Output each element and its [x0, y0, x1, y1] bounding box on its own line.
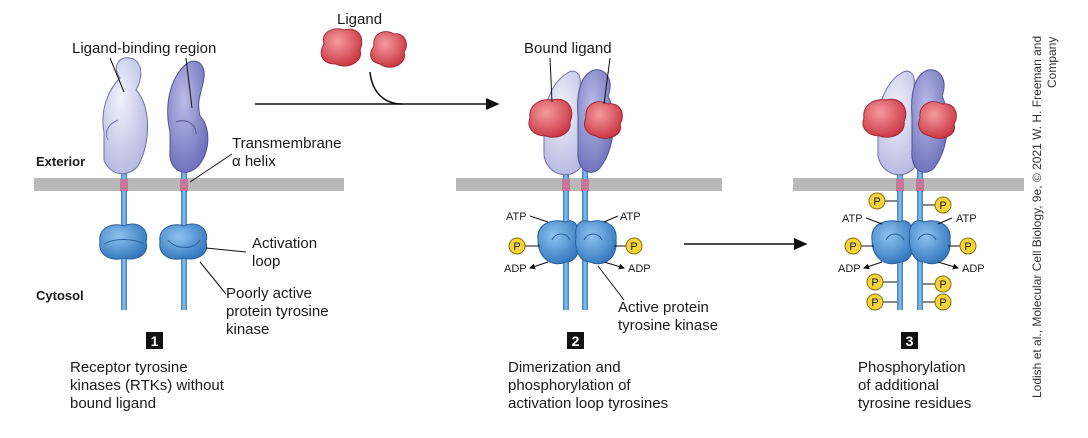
copyright-credit: Lodish et al., Molecular Cell Biology, 9…	[1030, 0, 1060, 398]
p3-phosphate-top-left	[868, 192, 886, 210]
label-transmembrane-2: α helix	[232, 153, 276, 170]
label-active-kinase-2: tyrosine kinase	[618, 317, 718, 334]
receptor-left-panel1	[99, 57, 148, 310]
p3-atp-left: ATP	[842, 213, 863, 225]
ligand-free-2	[370, 31, 407, 68]
p2-adp-right-line	[603, 261, 625, 270]
membrane-3	[793, 178, 1024, 191]
p3-phosphate-low-left-1	[866, 273, 884, 291]
label-exterior: Exterior	[36, 154, 85, 169]
step-caption-line1: Receptor tyrosine	[70, 359, 188, 376]
step-2: 2 Dimerization and phosphorylation of ac…	[508, 332, 668, 412]
p-label: P	[873, 196, 880, 208]
p3-adp-right-line	[937, 261, 959, 270]
label-poorly-active-3: kinase	[226, 321, 269, 338]
p-label: P	[630, 241, 637, 253]
p-label: P	[849, 241, 856, 253]
p3-phosphate-low-left-2	[866, 293, 884, 311]
label-active-kinase-1: Active protein	[618, 299, 709, 316]
membrane-1	[34, 178, 344, 191]
label-bound-ligand: Bound ligand	[524, 40, 612, 57]
credit-line-2: Company	[1045, 36, 1059, 88]
p-label: P	[939, 279, 946, 291]
p-label: P	[964, 241, 971, 253]
step-caption-line2: of additional	[858, 377, 939, 394]
dimer-panel3	[862, 69, 957, 310]
p3-phosphate-low-right-2	[934, 293, 952, 311]
p-label: P	[939, 297, 946, 309]
credit-line-1: Lodish et al., Molecular Cell Biology, 9…	[1030, 35, 1044, 398]
pointer-bound-ligand	[549, 57, 553, 103]
label-poorly-active-1: Poorly active	[226, 285, 312, 302]
p3-atp-left-line	[865, 217, 883, 225]
p2-phosphate-left	[508, 237, 526, 255]
p2-atp-right: ATP	[620, 211, 641, 223]
dimer-panel2	[528, 69, 623, 310]
step-caption-line2: kinases (RTKs) without	[70, 377, 225, 394]
step-number: 3	[906, 333, 914, 349]
p2-adp-left: ADP	[504, 263, 527, 275]
label-cytosol: Cytosol	[36, 288, 84, 303]
step-caption-line3: activation loop tyrosines	[508, 395, 668, 412]
p2-atp-left: ATP	[506, 211, 527, 223]
pointer-poorly-active	[199, 261, 227, 295]
p-label: P	[871, 297, 878, 309]
p2-adp-right: ADP	[628, 263, 651, 275]
ligand-curve	[369, 71, 403, 105]
step-number-box	[901, 332, 918, 349]
p3-phosphate-mid-right	[959, 237, 977, 255]
step-number: 1	[151, 333, 159, 349]
p3-atp-right: ATP	[956, 213, 977, 225]
step-number-box	[146, 332, 163, 349]
label-transmembrane-1: Transmembrane	[232, 135, 341, 152]
pointer-ligand-binding	[109, 57, 125, 93]
p2-atp-right-line	[603, 215, 619, 223]
p2-atp-left-line	[529, 215, 549, 223]
p2-phosphate-right	[625, 237, 643, 255]
step-caption-line1: Dimerization and	[508, 359, 621, 376]
receptor-right-panel1	[159, 60, 209, 310]
step-caption-line3: tyrosine residues	[858, 395, 971, 412]
ligand-free-1	[320, 28, 363, 67]
pointer-activation-loop	[205, 247, 247, 253]
step-1: 1 Receptor tyrosine kinases (RTKs) witho…	[70, 332, 225, 412]
label-poorly-active-2: protein tyrosine	[226, 303, 329, 320]
p3-adp-right: ADP	[962, 263, 985, 275]
pointer-ligand-binding-2	[185, 57, 193, 109]
p-label: P	[939, 200, 946, 212]
step-caption-line2: phosphorylation of	[508, 377, 631, 394]
step-caption-line1: Phosphorylation	[858, 359, 966, 376]
pointer-active-kinase	[597, 265, 625, 301]
p3-atp-right-line	[937, 217, 953, 225]
label-ligand: Ligand	[337, 11, 382, 28]
pointer-transmembrane	[189, 153, 233, 183]
pointer-bound-ligand-2	[603, 57, 611, 105]
p2-adp-left-line	[529, 261, 549, 270]
p3-phosphate-low-right-1	[934, 275, 952, 293]
step-3: 3 Phosphorylation of additional tyrosine…	[858, 332, 971, 412]
p-label: P	[513, 241, 520, 253]
p-label: P	[871, 277, 878, 289]
label-activation-loop-1: Activation	[252, 235, 317, 252]
step-caption-line3: bound ligand	[70, 395, 156, 412]
p3-adp-left-line	[863, 261, 883, 270]
p3-phosphate-mid-left	[844, 237, 862, 255]
p3-adp-left: ADP	[838, 263, 861, 275]
step-number-box	[567, 332, 584, 349]
label-activation-loop-2: loop	[252, 253, 280, 270]
label-ligand-binding-region: Ligand-binding region	[72, 40, 216, 57]
step-number: 2	[572, 333, 580, 349]
p3-phosphate-top-right	[934, 196, 952, 214]
